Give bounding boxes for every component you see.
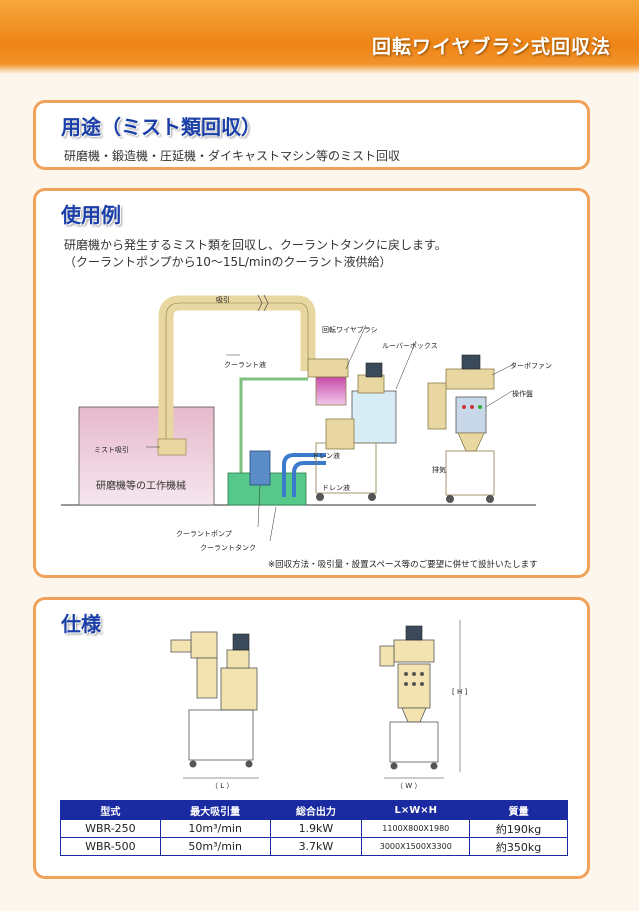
col-output: 総合出力 (269, 800, 363, 820)
spec-title: 仕様 (61, 612, 101, 636)
col-model: 型式 (60, 800, 161, 820)
usage-panel: 用途（ミスト類回収） 研磨機・鍛造機・圧延機・ダイキャストマシン等のミスト回収 (33, 100, 590, 170)
coolant-pump (249, 450, 271, 486)
label-louver: ルーバーボックス (382, 342, 438, 350)
cell-weight: 約350kg (469, 837, 568, 856)
cell-dimensions: 1100X800X1980 (361, 819, 471, 838)
table-row: WBR-500 50m³/min 3.7kW 3000X1500X3300 約3… (60, 837, 568, 856)
label-tank: クーラントタンク (200, 544, 256, 552)
unit-side-drawing (379, 620, 461, 779)
cell-weight: 約190kg (469, 819, 568, 838)
label-exhaust: 排気 (432, 466, 446, 474)
cell-model: WBR-250 (60, 819, 161, 838)
cell-dimensions: 3000X1500X3300 (361, 837, 471, 856)
example-line-2: （クーラントポンプから10〜15L/minのクーラント液供給） (64, 255, 392, 269)
cell-model: WBR-500 (60, 837, 161, 856)
system-diagram (61, 294, 536, 542)
label-drain-2: ドレン液 (322, 484, 350, 492)
suction-hood (157, 438, 187, 456)
label-pump: クーラントポンプ (176, 530, 232, 538)
label-suction: 吸引 (216, 296, 230, 304)
motor (365, 362, 383, 378)
collector-top (307, 358, 349, 378)
wire-brush-unit (315, 376, 347, 406)
unit-front-drawing (170, 631, 259, 779)
drain-pipe (282, 453, 326, 497)
cell-max-suction: 10m³/min (159, 819, 271, 838)
page-title: 回転ワイヤブラシ式回収法 (371, 36, 611, 58)
example-line-1: 研磨機から発生するミスト類を回収し、クーラントタンクに戻します。 (64, 238, 447, 252)
example-note: ※回収方法・吸引量・設置スペース等のご要望に併せて設計いたします (268, 560, 538, 570)
dim-l-label: （ L ） (211, 782, 234, 790)
spec-header-row: 型式 最大吸引量 総合出力 L×W×H 質量 (60, 800, 568, 820)
label-coolant-liquid: クーラント液 (224, 361, 266, 369)
col-dimensions: L×W×H (361, 800, 471, 820)
label-machine: 研磨機等の工作機械 (96, 481, 186, 492)
cell-max-suction: 50m³/min (159, 837, 271, 856)
louver-box (351, 390, 397, 444)
spec-panel: 仕様 （ L ） （ W ） [ H ] 型式 最大吸引量 総合出力 (33, 597, 590, 879)
example-panel: 使用例 研磨機から発生するミスト類を回収し、クーラントタンクに戻します。 （クー… (33, 188, 590, 578)
spec-table: 型式 最大吸引量 総合出力 L×W×H 質量 WBR-250 10m³/min … (60, 800, 568, 856)
cell-output: 1.9kW (269, 819, 363, 838)
col-max-suction: 最大吸引量 (159, 800, 271, 820)
usage-title: 用途（ミスト類回収） (61, 115, 261, 139)
page-header: 回転ワイヤブラシ式回収法 (0, 0, 639, 74)
label-drain-1: ドレン液 (312, 452, 340, 460)
dim-w-label: （ W ） (396, 782, 422, 790)
control-panel (455, 396, 487, 434)
dim-h-label: [ H ] (452, 688, 468, 696)
table-row: WBR-250 10m³/min 1.9kW 1100X800X1980 約19… (60, 819, 568, 838)
col-weight: 質量 (469, 800, 568, 820)
cell-output: 3.7kW (269, 837, 363, 856)
label-turbofan: ターボファン (510, 362, 552, 370)
label-brush: 回転ワイヤブラシ (322, 326, 378, 334)
machine-body (78, 406, 215, 506)
label-panel: 操作盤 (512, 390, 533, 398)
example-title: 使用例 (61, 203, 121, 227)
usage-text: 研磨機・鍛造機・圧延機・ダイキャストマシン等のミスト回収 (64, 149, 401, 163)
label-mist-suction: ミスト吸引 (94, 446, 129, 454)
turbofan-housing (445, 368, 495, 390)
right-frame (445, 450, 495, 496)
